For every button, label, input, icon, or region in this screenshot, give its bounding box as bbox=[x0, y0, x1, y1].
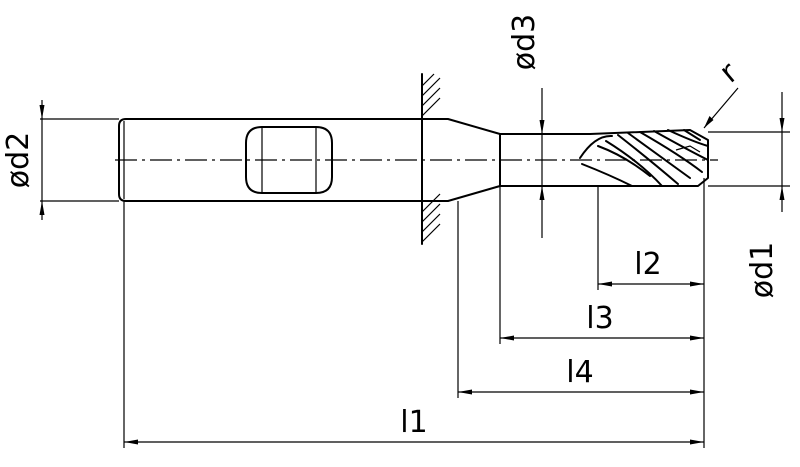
dimension-l2: l2 bbox=[598, 247, 704, 287]
dimension-r: r bbox=[703, 55, 745, 129]
dimension-d1: ød1 bbox=[745, 92, 785, 298]
dimension-l1: l1 bbox=[124, 405, 704, 445]
dimension-d3: ød3 bbox=[507, 14, 545, 238]
extension-lines bbox=[40, 118, 790, 448]
label-l3: l3 bbox=[586, 301, 613, 336]
label-l2: l2 bbox=[634, 247, 661, 282]
label-d1: ød1 bbox=[745, 242, 780, 298]
shank-flat bbox=[245, 126, 333, 194]
dimension-l3: l3 bbox=[500, 301, 704, 341]
label-l1: l1 bbox=[400, 405, 427, 440]
label-l4: l4 bbox=[566, 355, 593, 390]
label-d2: ød2 bbox=[1, 132, 36, 188]
shank bbox=[118, 118, 501, 202]
dimension-d2: ød2 bbox=[1, 100, 45, 220]
cutting-flutes bbox=[579, 129, 709, 187]
holder-hatching bbox=[421, 73, 441, 245]
neck bbox=[499, 133, 591, 187]
dimension-l4: l4 bbox=[458, 355, 704, 395]
label-r: r bbox=[713, 55, 745, 90]
label-d3: ød3 bbox=[507, 14, 542, 70]
